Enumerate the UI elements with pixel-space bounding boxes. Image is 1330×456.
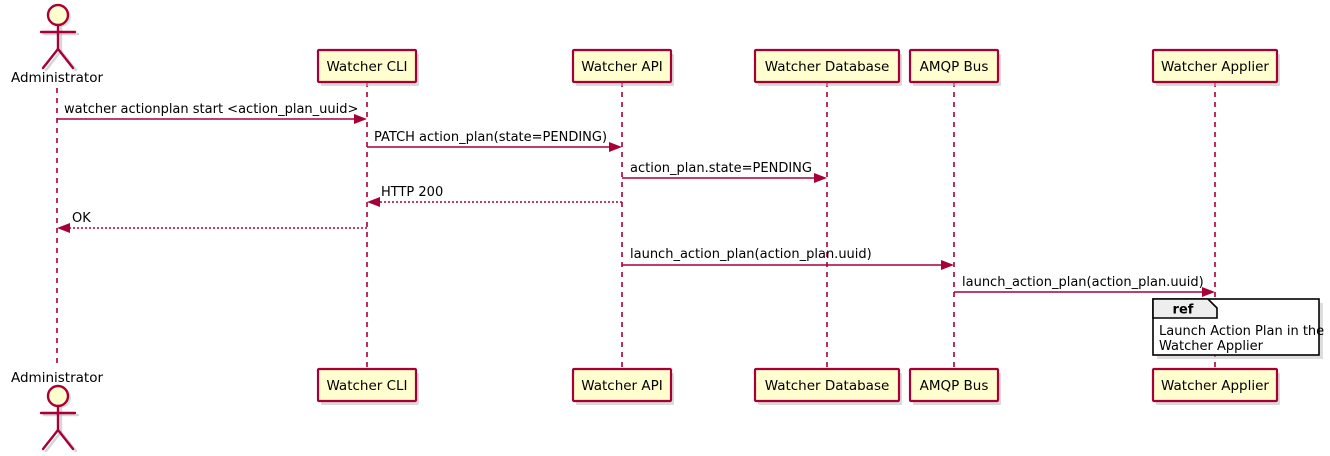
participant-box-watcher-api-top[interactable]: Watcher API	[571, 48, 674, 86]
message-http-200[interactable]: HTTP 200	[367, 185, 622, 207]
arrowhead-right-icon	[814, 173, 827, 183]
participant-label-amqp-bus-top: AMQP Bus	[920, 59, 989, 75]
participant-box-watcher-api-bottom[interactable]: Watcher API	[571, 367, 674, 405]
actor-leg-left-icon	[41, 428, 60, 451]
participant-box-watcher-cli-top[interactable]: Watcher CLI	[316, 48, 419, 86]
participant-label-watcher-applier-bottom: Watcher Applier	[1161, 378, 1269, 394]
participant-rect	[1151, 48, 1279, 84]
message-label: watcher actionplan start <action_plan_uu…	[64, 102, 358, 117]
participant-rect	[316, 367, 418, 403]
arrowhead-left-icon	[367, 197, 380, 207]
message-ok[interactable]: OK	[57, 211, 367, 233]
participant-rect	[753, 367, 901, 403]
message-label: action_plan.state=PENDING	[630, 161, 812, 176]
ref-tab-label: ref	[1173, 303, 1194, 318]
arrowhead-right-icon	[354, 114, 367, 124]
actor-head-icon	[46, 3, 70, 27]
arrowhead-right-icon	[1202, 287, 1215, 297]
actor-head-icon	[46, 384, 70, 408]
participant-rect	[571, 367, 673, 403]
participant-rect	[1151, 367, 1279, 403]
participant-rect	[908, 48, 1000, 84]
arrowhead-left-icon	[57, 223, 70, 233]
actor-leg-right-icon	[56, 47, 75, 70]
message-label: OK	[72, 211, 91, 226]
actor-label-administrator-top: Administrator	[11, 70, 103, 86]
actor-administrator-bottom[interactable]: Administrator	[11, 370, 103, 453]
actor-label-administrator-bottom: Administrator	[11, 370, 103, 386]
arrowhead-right-icon	[941, 260, 954, 270]
actor-leg-left-icon	[41, 47, 60, 70]
participant-box-watcher-database-top[interactable]: Watcher Database	[753, 48, 902, 86]
message-launch-action-plan-bus-to-applier[interactable]: launch_action_plan(action_plan.uuid)	[954, 275, 1215, 297]
participant-rect	[316, 48, 418, 84]
message-patch-action-plan[interactable]: PATCH action_plan(state=PENDING)	[367, 130, 622, 152]
participant-label-watcher-applier-top: Watcher Applier	[1161, 59, 1269, 75]
lifelines	[56, 82, 1216, 369]
actor-administrator-top[interactable]: Administrator	[11, 3, 103, 86]
participant-label-watcher-api-top: Watcher API	[581, 59, 663, 75]
participant-box-amqp-bus-top[interactable]: AMQP Bus	[908, 48, 1001, 86]
message-action-plan-state-pending[interactable]: action_plan.state=PENDING	[622, 161, 827, 183]
participant-box-amqp-bus-bottom[interactable]: AMQP Bus	[908, 367, 1001, 405]
message-label: launch_action_plan(action_plan.uuid)	[630, 247, 872, 262]
participant-label-watcher-cli-top: Watcher CLI	[326, 59, 407, 75]
message-watcher-actionplan-start[interactable]: watcher actionplan start <action_plan_uu…	[57, 102, 367, 124]
participant-rect	[571, 48, 673, 84]
participant-label-watcher-cli-bottom: Watcher CLI	[326, 378, 407, 394]
participant-box-watcher-cli-bottom[interactable]: Watcher CLI	[316, 367, 419, 405]
message-label: launch_action_plan(action_plan.uuid)	[962, 275, 1204, 290]
message-label: HTTP 200	[381, 185, 443, 200]
participant-label-amqp-bus-bottom: AMQP Bus	[920, 378, 989, 394]
actor-leg-right-icon	[56, 428, 75, 451]
participant-box-watcher-database-bottom[interactable]: Watcher Database	[753, 367, 902, 405]
participant-box-watcher-applier-bottom[interactable]: Watcher Applier	[1151, 367, 1280, 405]
ref-fragment[interactable]: ref Launch Action Plan in the Watcher Ap…	[1152, 298, 1324, 359]
arrowhead-right-icon	[609, 142, 622, 152]
participant-label-watcher-api-bottom: Watcher API	[581, 378, 663, 394]
message-launch-action-plan-api-to-bus[interactable]: launch_action_plan(action_plan.uuid)	[622, 247, 954, 270]
participant-rect	[908, 367, 1000, 403]
message-label: PATCH action_plan(state=PENDING)	[374, 130, 607, 145]
participant-label-watcher-database-bottom: Watcher Database	[765, 378, 890, 394]
ref-body-line-1: Launch Action Plan in the	[1159, 324, 1324, 339]
ref-body-line-2: Watcher Applier	[1159, 339, 1264, 354]
participant-rect	[753, 48, 901, 84]
participant-label-watcher-database-top: Watcher Database	[765, 59, 890, 75]
participant-box-watcher-applier-top[interactable]: Watcher Applier	[1151, 48, 1280, 86]
ref-tab-shape	[1152, 298, 1218, 319]
